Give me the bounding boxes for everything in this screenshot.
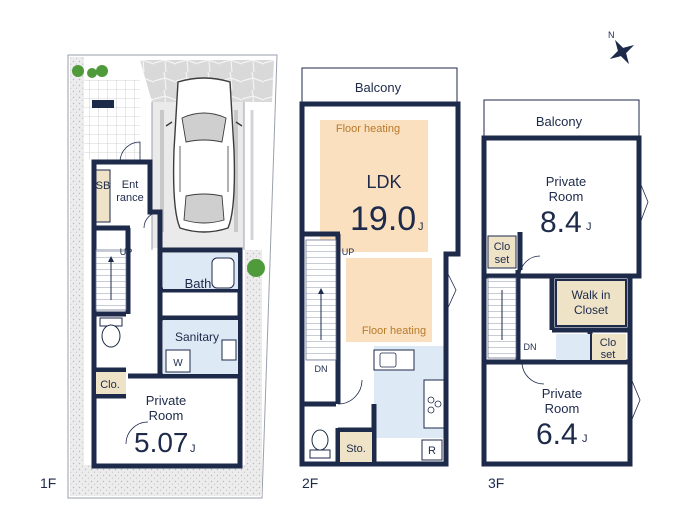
door-arcs-3f xyxy=(519,179,649,425)
room-a-label-1: Private xyxy=(546,174,586,189)
walls-1f xyxy=(91,159,243,469)
bathtub xyxy=(211,257,235,289)
refrigerator xyxy=(421,439,443,461)
balcony-label-3f: Balcony xyxy=(536,114,583,129)
ldk-label: LDK xyxy=(366,172,401,192)
sanitary-label: Sanitary xyxy=(175,330,219,344)
room-b-label-2: Room xyxy=(545,401,580,416)
room-a-area: 8.4 xyxy=(540,206,582,239)
closet-a-label-1: Clo xyxy=(494,241,511,253)
floor-label-1f: 1F xyxy=(40,475,56,491)
gravel-bottom xyxy=(84,465,262,496)
balcony-label-2f: Balcony xyxy=(355,80,402,95)
entrance-label-1: Ent xyxy=(122,179,139,191)
floor-heating-label-bottom: Floor heating xyxy=(362,325,426,337)
walls-2f xyxy=(299,101,461,467)
room-b-label-1: Private xyxy=(542,386,582,401)
storage-2f xyxy=(340,432,372,462)
gravel-right xyxy=(245,250,262,496)
door-arcs-1f xyxy=(119,141,161,445)
floor-2: Balcony F xyxy=(299,67,461,491)
floor-label-2f: 2F xyxy=(302,475,318,491)
north-compass-icon: N xyxy=(608,30,635,65)
room-b-area: 6.4 xyxy=(536,418,578,451)
room-a-area-unit: J xyxy=(586,221,592,233)
sink-icon xyxy=(379,352,397,368)
balcony-2f xyxy=(301,67,458,105)
walls-3f xyxy=(481,135,642,467)
post-box xyxy=(92,100,114,108)
stairs-down-label-2f: DN xyxy=(315,364,328,374)
stairs-up-label-2f: UP xyxy=(342,247,355,257)
entrance-approach-tiles xyxy=(84,80,140,160)
closet-b-label-2: set xyxy=(601,349,616,361)
door-arcs-2f xyxy=(337,269,457,405)
refrigerator-label: R xyxy=(428,445,436,457)
walk-in-label-1: Walk in xyxy=(572,288,611,302)
ldk-area: 19.0 xyxy=(350,200,416,238)
closet-3f-b xyxy=(592,334,626,360)
site-boundary xyxy=(67,54,278,499)
closet-b-label-1: Clo xyxy=(600,337,617,349)
toilet-icon xyxy=(99,317,123,348)
washing-machine xyxy=(165,349,191,373)
floor-label-3f: 3F xyxy=(488,475,504,491)
bath-label: Bath xyxy=(185,276,212,291)
stove-icon xyxy=(427,396,442,414)
storage-label-2f: Sto. xyxy=(346,443,366,455)
closet-a-label-2: set xyxy=(495,254,510,266)
plant-icon xyxy=(72,65,265,277)
room-label-1f-line1: Private xyxy=(146,393,186,408)
balcony-3f xyxy=(483,99,640,139)
gravel-left xyxy=(70,57,84,496)
room-area-unit-1f: J xyxy=(190,443,196,455)
washer-label: W xyxy=(173,358,183,369)
room-b-area-unit: J xyxy=(582,433,588,445)
kitchen-counter xyxy=(423,379,445,429)
room-a-label-2: Room xyxy=(549,189,584,204)
floor-3: Balcony Private Room 8.4 J Clo set W xyxy=(481,99,649,491)
closet-label-1f: Clo. xyxy=(100,379,120,391)
walk-in-closet xyxy=(555,279,627,327)
floor-1: SB Ent rance UP Bath Sanitary W Clo. Pri… xyxy=(40,54,278,499)
wash-basin xyxy=(221,339,237,361)
floor-heating-top xyxy=(320,120,428,252)
stairs-down-label-3f: DN xyxy=(524,342,537,352)
room-area-1f: 5.07 xyxy=(134,427,189,458)
car-icon xyxy=(165,77,243,233)
closet-1f xyxy=(96,372,126,394)
compass-label: N xyxy=(608,30,615,40)
floor-heating-label-top: Floor heating xyxy=(336,123,400,135)
ldk-area-unit: J xyxy=(418,221,424,233)
entrance-label-2: rance xyxy=(116,192,144,204)
walk-in-label-2: Closet xyxy=(574,303,609,317)
room-label-1f-line2: Room xyxy=(149,408,184,423)
closet-3f-a xyxy=(487,235,517,269)
sb-storage xyxy=(95,169,111,223)
stairs-up-label-1f: UP xyxy=(120,247,133,257)
sb-label: SB xyxy=(96,180,111,192)
toilet-icon-2f xyxy=(309,429,331,459)
floor-heating-bottom xyxy=(346,258,432,342)
water-area-3f xyxy=(556,334,590,360)
